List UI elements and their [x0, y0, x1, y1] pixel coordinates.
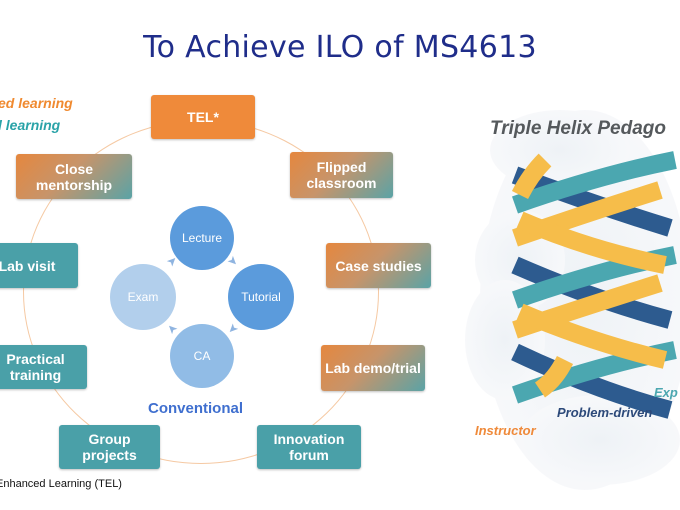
node-close-mentorship: Close mentorship — [16, 154, 132, 199]
node-lab-visit: Lab visit — [0, 243, 78, 288]
node-tutorial: Tutorial — [228, 264, 294, 330]
label-problem-driven: Problem-driven — [557, 405, 653, 420]
node-lecture: Lecture — [170, 206, 234, 270]
node-group-projects: Group projects — [59, 425, 160, 469]
slide-title: To Achieve ILO of MS4613 — [143, 30, 537, 65]
node-tel: TEL* — [151, 95, 255, 139]
footnote: Enhanced Learning (TEL) — [0, 478, 122, 490]
helix-title: Triple Helix Pedago — [490, 118, 666, 139]
node-flipped-classroom: Flipped classroom — [290, 152, 393, 198]
legend-line-1: ed learning — [0, 95, 73, 111]
conventional-label: Conventional — [148, 400, 244, 417]
node-exam: Exam — [110, 264, 176, 330]
node-case-studies: Case studies — [326, 243, 431, 288]
legend-line-2: l learning — [0, 117, 61, 133]
label-exp: Exp — [654, 385, 678, 400]
node-lab-demo: Lab demo/trial — [321, 345, 425, 391]
node-innovation-forum: Innovation forum — [257, 425, 361, 469]
node-ca: CA — [170, 324, 234, 388]
helix-strand-teal — [512, 151, 677, 214]
label-instructor: Instructor — [475, 423, 536, 438]
node-practical-training: Practical training — [0, 345, 87, 389]
